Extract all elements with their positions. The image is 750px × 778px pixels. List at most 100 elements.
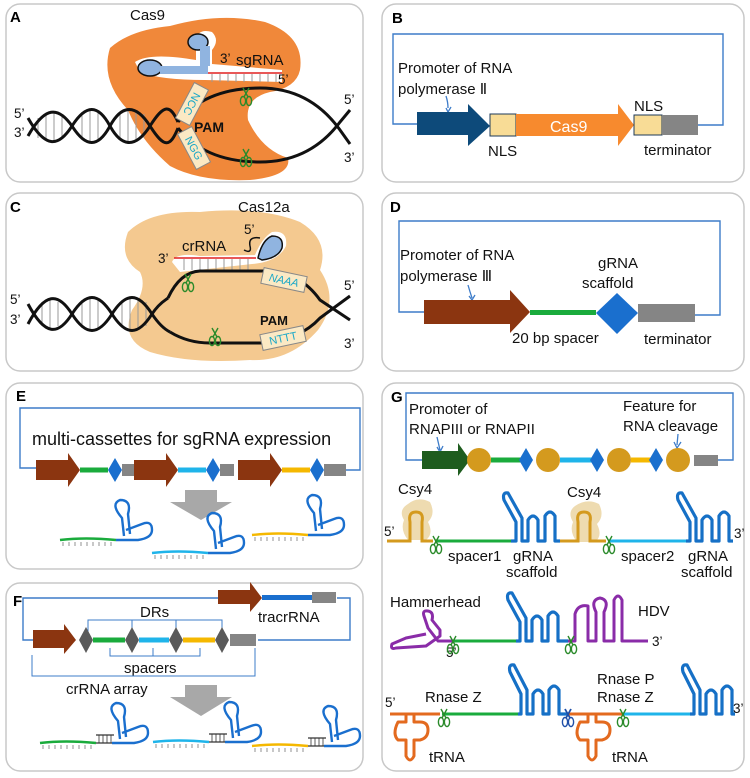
scaffold-diamond [596,293,638,334]
dna-left-3prime: 3’ [10,312,21,327]
scaffold-structure [223,700,263,744]
trna-label: tRNA [612,749,648,766]
crrna-5prime-tail [243,236,261,253]
sgrna-pairing [211,74,277,82]
panel-f-frame [5,582,364,772]
panel-e-frame [5,382,364,570]
spacer-bar [530,310,596,315]
crrna-3prime: 3’ [158,251,169,266]
panel-c-label: C [10,199,21,216]
terminator-box [638,304,695,322]
cleavage-array [467,448,690,472]
cassette-array [36,453,346,487]
cas12a-label: Cas12a [238,199,290,216]
scaffold-diamond [108,458,122,482]
terminator-box [122,464,136,476]
panel-e-label: E [16,388,26,405]
rnase-p-label: Rnase P [597,671,655,688]
panel-b: B Promoter of RNA polymerase Ⅱ NLS Cas9 … [381,3,745,183]
scaffold-structure [322,704,362,748]
direct-repeat-diamond [215,627,229,653]
csy4-row: Csy4 Csy4 5’ 3’ spacer1 gRNA scaffold sp… [384,481,745,581]
direct-repeat-diamond [125,627,139,653]
promoter-pointer [445,95,449,109]
crrna-label: crRNA [182,238,226,255]
plasmid-backbone [19,407,361,471]
scaffold-diamond [519,448,533,472]
panel-g-label: G [391,389,403,406]
spacer-strand [39,740,97,745]
trna-structure [568,712,622,762]
crrna-product [152,700,263,748]
dna-left-5prime: 5’ [14,106,25,121]
sgrna-product [59,498,154,546]
terminator-box [662,115,698,135]
promoter-arrow [36,453,80,487]
nls-right-box [633,114,663,136]
scaffold-diamond [310,458,324,482]
drs-label: DRs [140,604,169,621]
plasmid-backbone [398,220,721,316]
scaffold2-structure [675,491,733,543]
promoter-label-line1: Promoter of RNA [400,247,514,264]
sgrna-stem-2 [200,46,210,66]
dna-right-3prime: 3’ [344,336,355,351]
rnase-z-label: Rnase Z [597,689,654,706]
crrna-array [79,627,229,653]
scaffold-label-line1: gRNA [598,255,638,272]
scaffold-structure [114,498,154,542]
three-prime: 3’ [733,701,744,716]
crrna-5prime: 5’ [244,222,255,237]
sgrna-5prime: 5’ [278,72,289,87]
cleavage-feature-circle [467,448,491,472]
tracr-promoter-arrow [218,582,262,612]
csy4-label: Csy4 [398,481,432,498]
terminator-label: terminator [644,331,712,348]
feature-label-line2: RNA cleavage [623,418,718,435]
scaffold-label-line2: scaffold [582,275,633,292]
scaffold-structure [505,591,568,643]
crrna-product [39,701,150,749]
spacer-bar [282,467,310,473]
panel-d-frame [381,192,745,372]
sgrna-loop-1 [137,59,163,77]
sgrna-product [151,511,246,559]
hammerhead-ribozyme [390,609,453,650]
promoter-pointer [467,284,473,299]
crrna-halo [172,231,287,272]
spacer-strand [151,550,209,555]
csy4-hairpin [387,510,433,543]
scaffold-structure [306,493,346,537]
plasmid-backbone [22,597,351,641]
panel-b-label: B [392,10,403,27]
spacer-bar [93,637,125,643]
cas9-gene-arrow [516,104,634,146]
processing-arrow [170,685,232,716]
dna-right-5prime: 5’ [344,278,355,293]
panel-g-frame [381,382,745,772]
sgrna-product [251,493,346,541]
panel-c: C Cas12a crRNA 3’ 5’ 5’ 3’ 5 [5,192,364,372]
scaffold-structure [110,701,150,745]
terminator-box [220,464,234,476]
cas9-gene-label: Cas9 [550,119,587,136]
promoter-arrow [422,443,470,476]
spacer-strand [251,743,309,748]
trna-label: tRNA [429,749,465,766]
panel-f: F tracrRNA DRs spacers crRNA array [5,582,364,772]
scissors-icon [561,708,575,728]
scaffold1-label-line2: scaffold [506,564,557,581]
sgrna-3prime: 3’ [220,51,231,66]
csy4-protein [401,499,433,540]
ribozyme-row: Hammerhead HDV 3’ 5’ [390,591,670,660]
panel-d: D Promoter of RNA polymerase Ⅲ 20 bp spa… [381,192,745,372]
tracr-terminator [312,592,336,603]
spacer-bar [631,457,656,463]
promoter-label-line2: polymerase Ⅲ [400,268,492,285]
panel-d-label: D [390,199,401,216]
crrna-handle [257,235,284,261]
spacer-bar [178,467,206,473]
rnase-z-label: Rnase Z [425,689,482,706]
promoter-arrow [424,290,530,333]
promoter-label-line2: RNAPIII or RNAPII [409,421,535,438]
